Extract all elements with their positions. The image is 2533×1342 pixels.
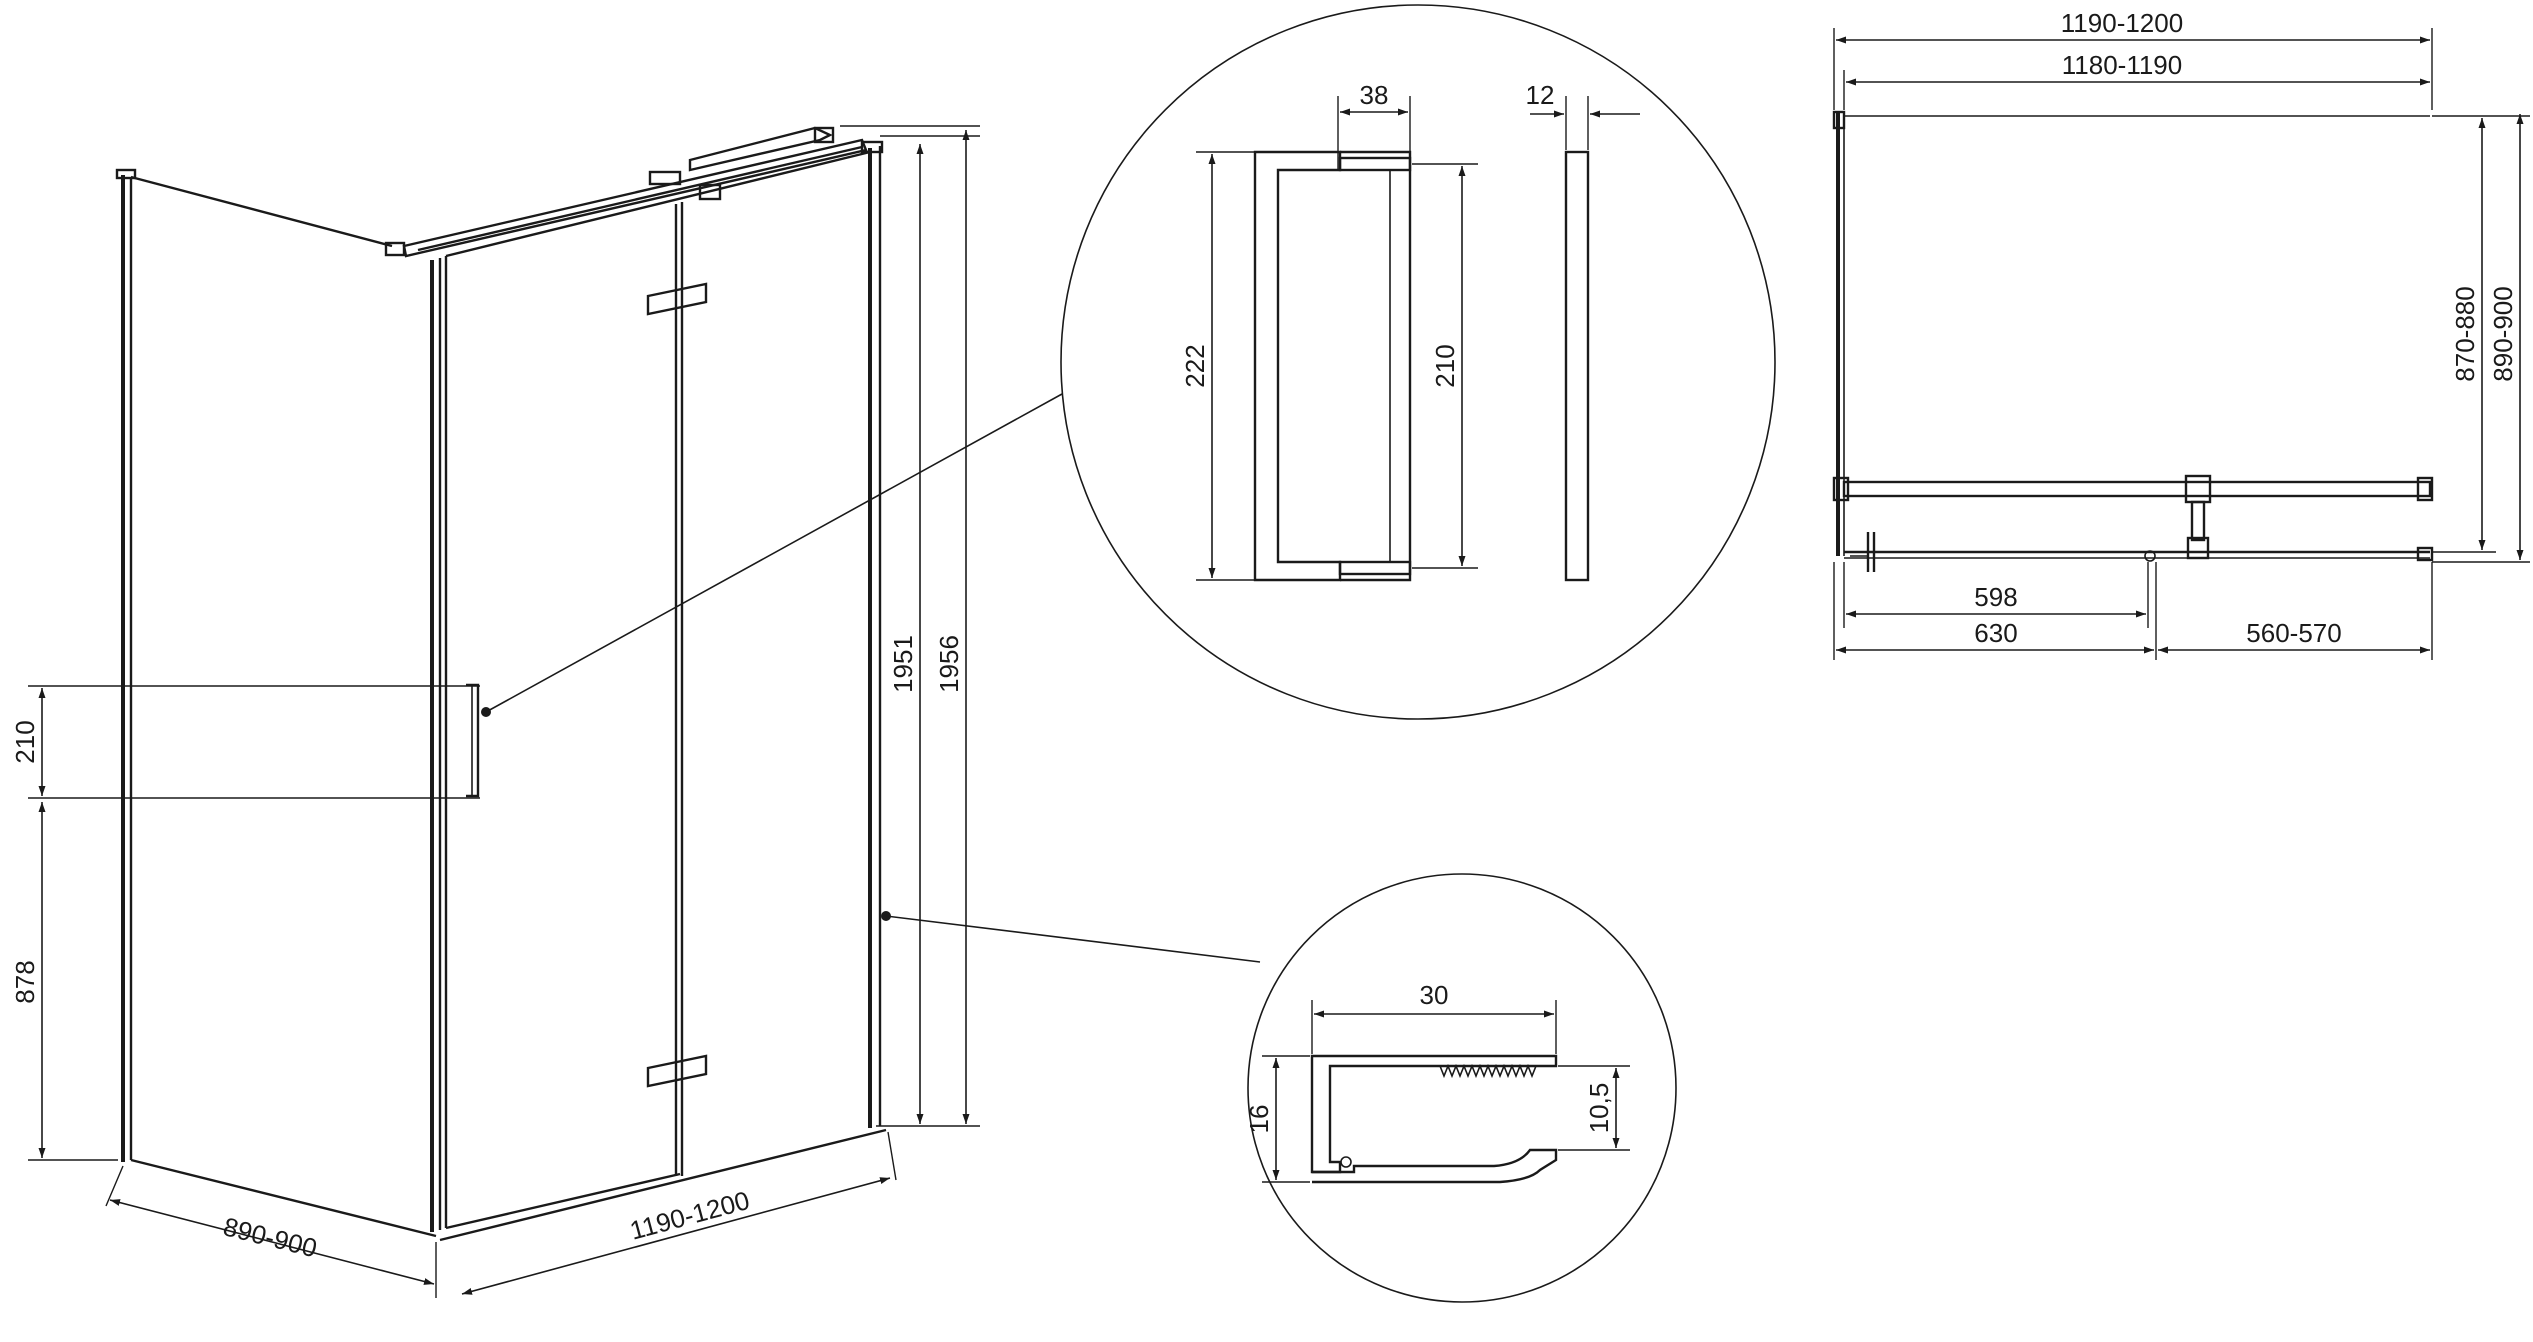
dim-profile-width-label: 30 <box>1420 980 1449 1010</box>
hinge-bottom <box>646 1054 708 1088</box>
handle-thickness <box>1564 150 1590 582</box>
profile-section <box>1310 1054 1558 1174</box>
dim-height-inner-label: 1951 <box>888 635 918 693</box>
side-panel <box>115 168 437 1238</box>
hinge-top <box>646 282 708 316</box>
dim-plan-fixed-label: 560-570 <box>2246 618 2341 648</box>
dim-handle-overall-label: 222 <box>1180 344 1210 387</box>
dim-handle-floor: 878 <box>10 802 118 1161</box>
plan-stabiliser-bar <box>1842 480 2432 498</box>
dim-width: 1190-1200 <box>461 1131 897 1295</box>
plan-view: 1190-1200 1180-1190 870-880 890-900 598 … <box>1832 8 2530 660</box>
front-panel <box>430 140 891 1242</box>
dim-depth-label: 890-900 <box>220 1211 320 1263</box>
dim-handle-thickness-label: 12 <box>1526 80 1555 110</box>
dim-plan-depth-inner-label: 870-880 <box>2450 286 2480 381</box>
dim-depth: 890-900 <box>105 1165 437 1298</box>
dim-height: 1951 1956 <box>840 125 980 1127</box>
profile-detail: 30 16 10,5 <box>1244 873 1677 1303</box>
perspective-view: 210 878 890-900 1190-1200 1951 <box>10 125 1261 1298</box>
handle-detail-circle <box>1060 4 1776 720</box>
dim-handle-height-label: 210 <box>10 720 40 763</box>
dim-handle-centers-label: 210 <box>1430 344 1460 387</box>
handle-detail: 38 12 222 210 <box>1060 4 1776 720</box>
dim-handle-height: 210 <box>10 685 480 799</box>
profile-detail-circle <box>1247 873 1677 1303</box>
dim-profile-inner-label: 10,5 <box>1584 1083 1614 1134</box>
dim-plan-outer-width-label: 1190-1200 <box>2061 8 2183 38</box>
handle-side <box>1253 150 1342 582</box>
dim-handle-width-label: 38 <box>1360 80 1389 110</box>
dim-profile-height-label: 16 <box>1244 1105 1274 1134</box>
dim-plan-depth-outer-label: 890-900 <box>2488 286 2518 381</box>
dim-height-outer-label: 1956 <box>934 635 964 693</box>
dim-plan-door-clear-label: 598 <box>1974 582 2017 612</box>
top-rail <box>402 126 868 258</box>
dim-width-label: 1190-1200 <box>627 1185 753 1246</box>
dim-plan-door-label: 630 <box>1974 618 2017 648</box>
dim-handle-floor-label: 878 <box>10 960 40 1003</box>
dim-plan-inner-width-label: 1180-1190 <box>2062 50 2182 80</box>
